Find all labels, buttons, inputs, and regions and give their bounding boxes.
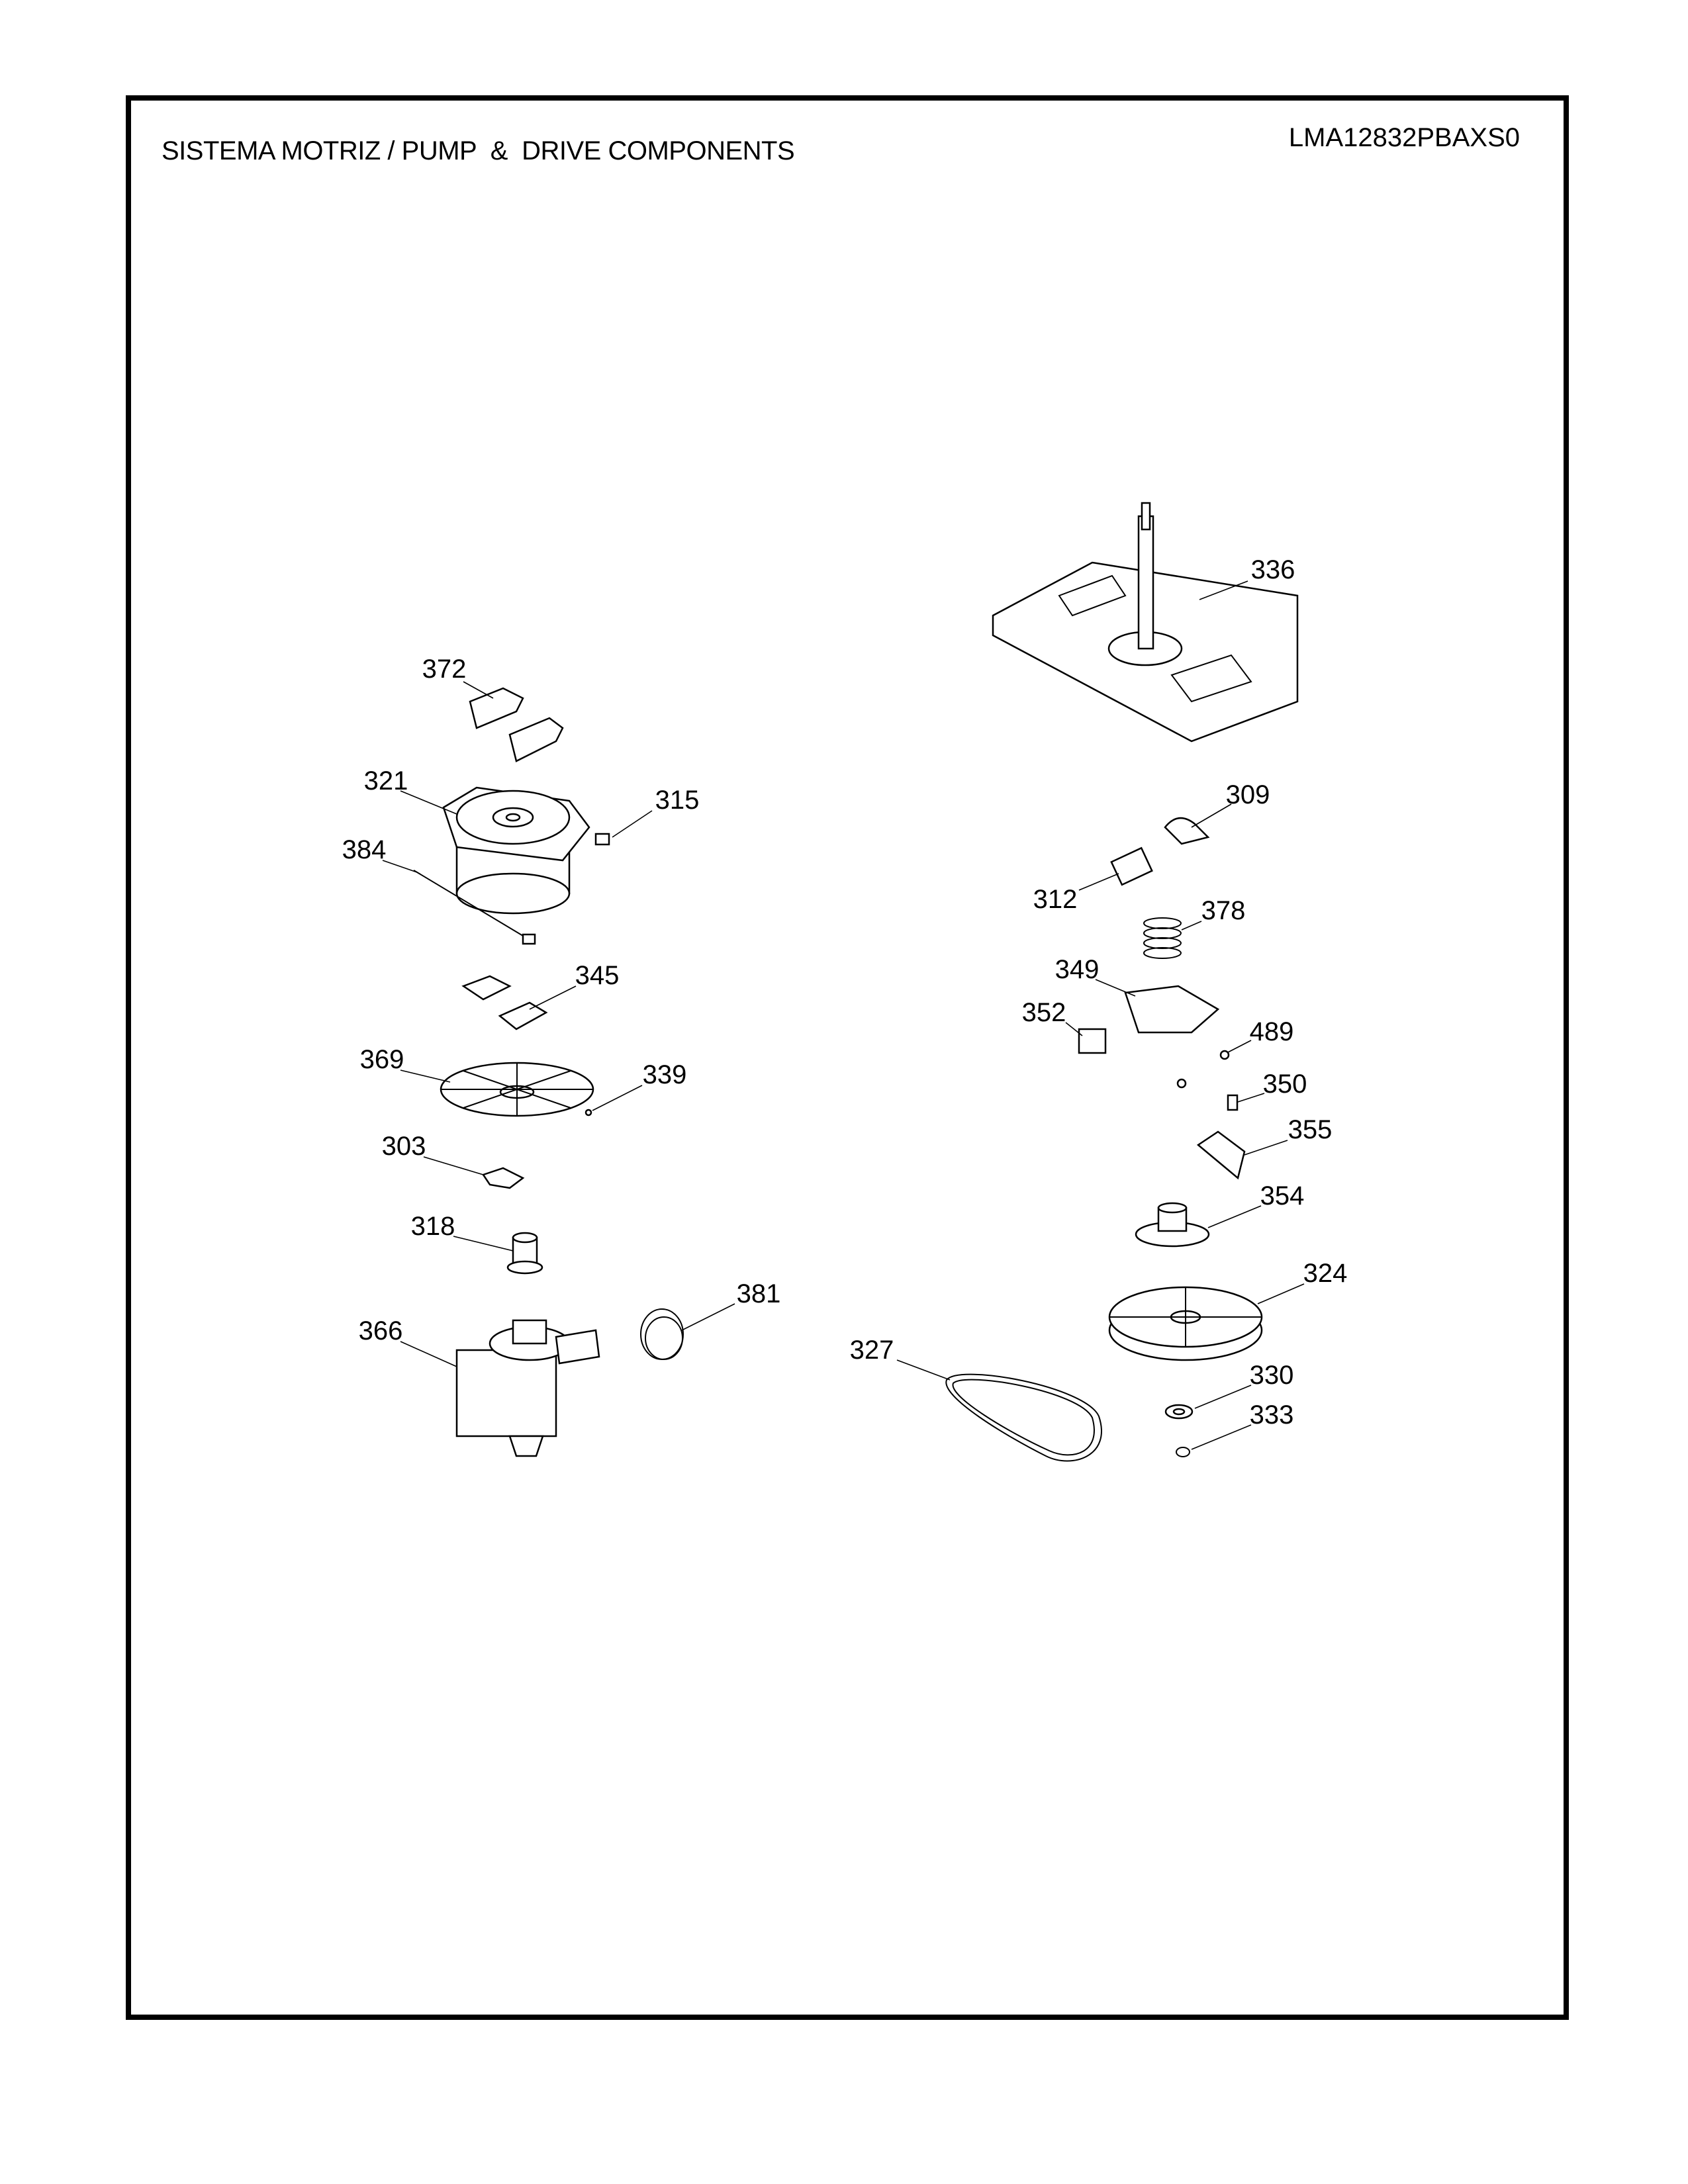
part-381-hose-clamp[interactable] [640,1308,684,1360]
model-number: LMA12832PBAXS0 [1288,123,1520,152]
part-345-pads[interactable] [461,975,548,1030]
part-369-fan[interactable] [440,1062,594,1117]
callout-378: 378 [1201,896,1246,925]
callout-330: 330 [1250,1361,1294,1390]
callout-355: 355 [1288,1115,1333,1144]
part-366-drain-pump[interactable] [455,1319,600,1457]
part-321-motor[interactable] [442,786,590,915]
callout-352: 352 [1022,998,1066,1027]
part-336-mounting-plate[interactable] [992,502,1299,743]
callout-372: 372 [422,655,467,684]
callout-312: 312 [1033,885,1078,914]
callout-324: 324 [1303,1259,1348,1288]
callout-327: 327 [850,1336,894,1365]
part-315-clip[interactable] [594,833,610,846]
screw[interactable] [1176,1078,1187,1089]
part-355-lever[interactable] [1196,1130,1246,1180]
callout-333: 333 [1250,1400,1294,1430]
callout-489: 489 [1250,1017,1294,1046]
part-349-actuator[interactable] [1124,985,1220,1034]
callout-354: 354 [1260,1181,1305,1210]
callout-321: 321 [364,766,408,796]
callout-381: 381 [737,1279,781,1308]
part-354-gear[interactable] [1135,1202,1210,1248]
callout-309: 309 [1226,780,1270,809]
callout-318: 318 [411,1212,455,1241]
page-title: SISTEMA MOTRIZ / PUMP & DRIVE COMPONENTS [162,136,795,165]
leader-lines [382,580,1305,1450]
diagram-border [126,95,1569,2020]
part-324-pulley[interactable] [1108,1286,1263,1361]
part-378-spring[interactable] [1143,917,1182,959]
part-318-filter[interactable] [506,1232,543,1275]
callout-384: 384 [342,835,387,864]
callout-336: 336 [1251,555,1295,584]
part-384-wire-harness[interactable] [413,870,536,945]
callout-315: 315 [655,786,700,815]
part-489-screw[interactable] [1219,1050,1230,1060]
part-350-spring[interactable] [1227,1094,1239,1111]
callout-339: 339 [643,1060,687,1089]
part-333-ring[interactable] [1176,1447,1190,1457]
part-339-screw[interactable] [585,1109,592,1116]
part-372-motor-brackets[interactable] [469,687,564,762]
part-303-clamp[interactable] [482,1167,525,1189]
part-312-hub[interactable] [1110,846,1153,886]
part-309-clutch-band[interactable] [1164,817,1210,845]
part-352-motor-actuator[interactable] [1078,1028,1107,1054]
callout-349: 349 [1055,955,1100,984]
part-327-belt[interactable] [945,1373,1102,1462]
callout-345: 345 [575,961,620,990]
callout-303: 303 [382,1132,426,1161]
callout-366: 366 [359,1316,403,1345]
part-330-washer[interactable] [1164,1404,1194,1420]
callout-369: 369 [360,1045,404,1074]
callout-350: 350 [1263,1069,1307,1099]
